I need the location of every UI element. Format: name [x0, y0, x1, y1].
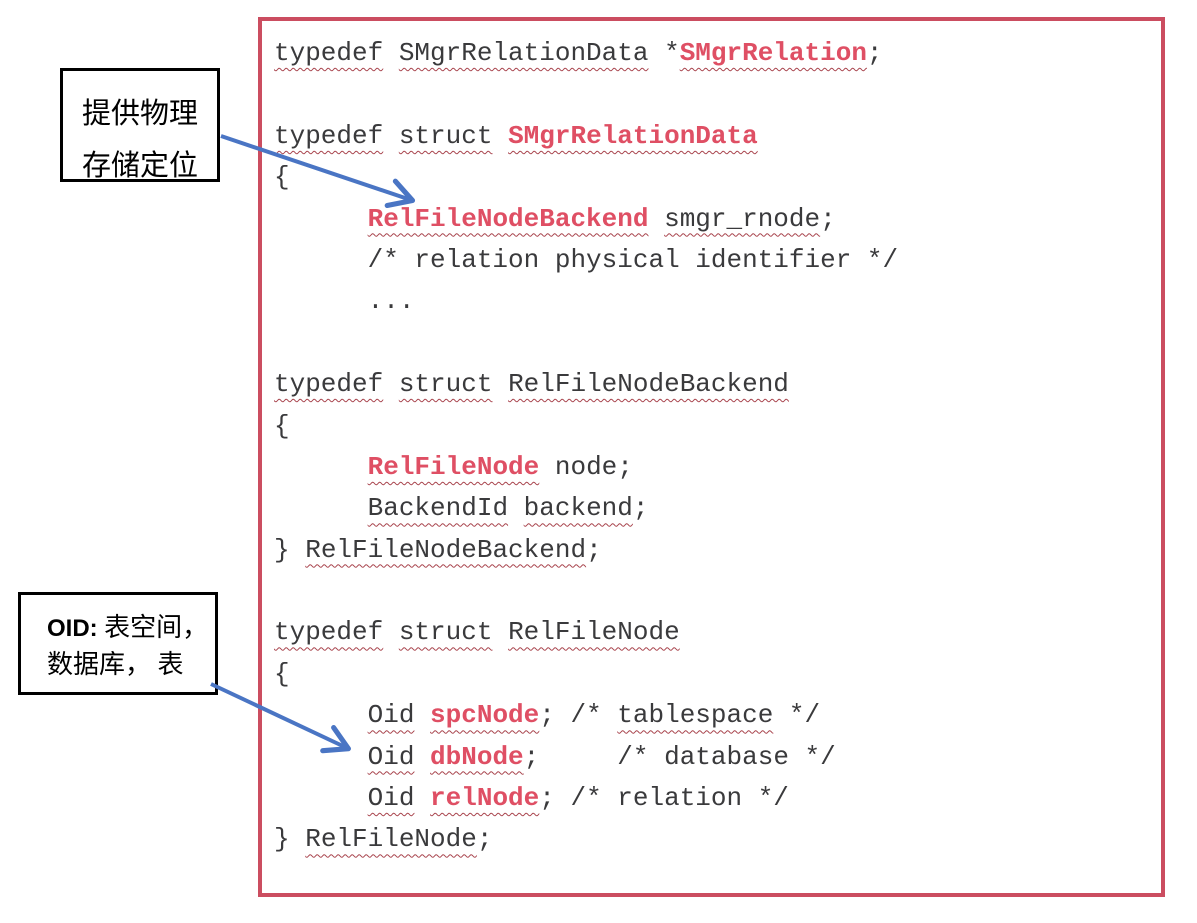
- code-token: spcNode: [430, 700, 540, 731]
- code-token: /* relation physical identifier */: [274, 244, 899, 275]
- oid-label: OID:: [47, 615, 98, 642]
- code-token: typedef: [274, 120, 384, 151]
- code-line: RelFileNode node;: [274, 447, 1155, 488]
- code-token: dbNode: [430, 741, 524, 772]
- code-token: Oid: [367, 783, 415, 814]
- code-token: RelFileNodeBackend: [367, 203, 649, 234]
- code-token: SMgrRelation: [679, 38, 867, 68]
- code-token: [492, 369, 508, 399]
- code-token: [492, 121, 508, 151]
- code-token: struct: [398, 617, 493, 648]
- code-token: smgr_rnode: [664, 203, 821, 234]
- code-token: }: [274, 824, 306, 855]
- annotation-text: OID: 表空间，: [47, 610, 215, 647]
- code-token: typedef: [274, 369, 384, 400]
- code-line: } RelFileNodeBackend;: [274, 530, 1155, 571]
- code-line: Oid spcNode; /* tablespace */: [274, 695, 1155, 736]
- code-token: [648, 204, 664, 234]
- code-token: struct: [398, 369, 493, 400]
- code-token: {: [274, 162, 290, 193]
- code-token: RelFileNode: [305, 824, 477, 855]
- code-token: ; /*: [539, 700, 618, 731]
- annotation-text: 存储定位: [81, 150, 198, 182]
- code-line: Oid relNode; /* relation */: [274, 778, 1155, 819]
- code-token: [274, 204, 368, 234]
- code-line: {: [274, 157, 1155, 198]
- code-token: relNode: [430, 783, 540, 814]
- code-box: typedef SMgrRelationData *SMgrRelation ; …: [258, 17, 1165, 897]
- code-token: [274, 700, 368, 730]
- annotation-text: 提供物理: [81, 98, 198, 130]
- code-token: [274, 783, 368, 813]
- code-token: [383, 617, 399, 647]
- code-token: }: [274, 534, 306, 565]
- code-listing: typedef SMgrRelationData *SMgrRelation ; …: [274, 33, 1155, 861]
- code-token: RelFileNode: [508, 617, 680, 648]
- code-token: [383, 38, 399, 68]
- code-token: */: [773, 700, 821, 731]
- code-token: *: [648, 38, 680, 68]
- code-line: typedef struct RelFileNodeBackend: [274, 364, 1155, 405]
- code-token: BackendId: [367, 493, 509, 524]
- code-token: Oid: [367, 700, 415, 731]
- code-token: SMgrRelationData: [508, 120, 758, 151]
- code-token: ; /* database */: [523, 741, 836, 772]
- code-token: ;: [820, 203, 836, 234]
- code-token: RelFileNode: [367, 451, 540, 482]
- code-line: RelFileNodeBackend smgr_rnode;: [274, 199, 1155, 240]
- code-token: {: [274, 658, 290, 689]
- code-token: [414, 700, 430, 730]
- code-line: typedef struct SMgrRelationData: [274, 116, 1155, 157]
- code-line: ...: [274, 281, 1155, 322]
- code-line: typedef struct RelFileNode: [274, 612, 1155, 653]
- code-token: ;: [632, 493, 649, 524]
- code-token: ...: [274, 286, 415, 317]
- code-line: /* relation physical identifier */: [274, 240, 1155, 281]
- code-line: [274, 571, 1155, 612]
- code-token: [414, 742, 430, 772]
- code-token: ; /* relation */: [539, 783, 789, 814]
- code-token: [492, 617, 508, 647]
- annotation-text: 表空间，: [97, 613, 209, 642]
- code-token: ;: [586, 534, 602, 565]
- code-line: {: [274, 654, 1155, 695]
- code-token: [383, 121, 399, 151]
- code-token: {: [274, 410, 290, 441]
- code-line: {: [274, 406, 1155, 447]
- code-token: ;: [866, 38, 883, 68]
- code-token: node;: [539, 451, 633, 482]
- code-token: [274, 452, 368, 482]
- annotation-box-storage-location: 提供物理 存储定位: [60, 68, 220, 182]
- code-token: RelFileNodeBackend: [305, 534, 587, 565]
- code-token: [274, 493, 368, 523]
- code-line: [274, 74, 1155, 115]
- code-token: typedef: [274, 38, 384, 68]
- annotation-text: 数据库， 表: [47, 650, 184, 679]
- code-token: [508, 493, 524, 523]
- code-line: typedef SMgrRelationData *SMgrRelation;: [274, 33, 1155, 74]
- code-token: RelFileNodeBackend: [508, 369, 789, 400]
- code-token: Oid: [367, 741, 415, 772]
- code-token: backend: [523, 493, 633, 524]
- code-token: ;: [476, 824, 493, 855]
- code-line: [274, 323, 1155, 364]
- code-line: BackendId backend;: [274, 488, 1155, 529]
- code-token: struct: [398, 120, 493, 151]
- code-token: SMgrRelationData: [398, 38, 649, 68]
- annotation-box-oid: OID: 表空间， 数据库， 表: [18, 592, 218, 695]
- code-line: } RelFileNode;: [274, 819, 1155, 860]
- code-token: [383, 369, 399, 399]
- code-token: typedef: [274, 617, 384, 648]
- code-token: tablespace: [617, 700, 774, 731]
- code-line: Oid dbNode; /* database */: [274, 737, 1155, 778]
- code-token: [274, 742, 368, 772]
- code-token: [414, 783, 430, 813]
